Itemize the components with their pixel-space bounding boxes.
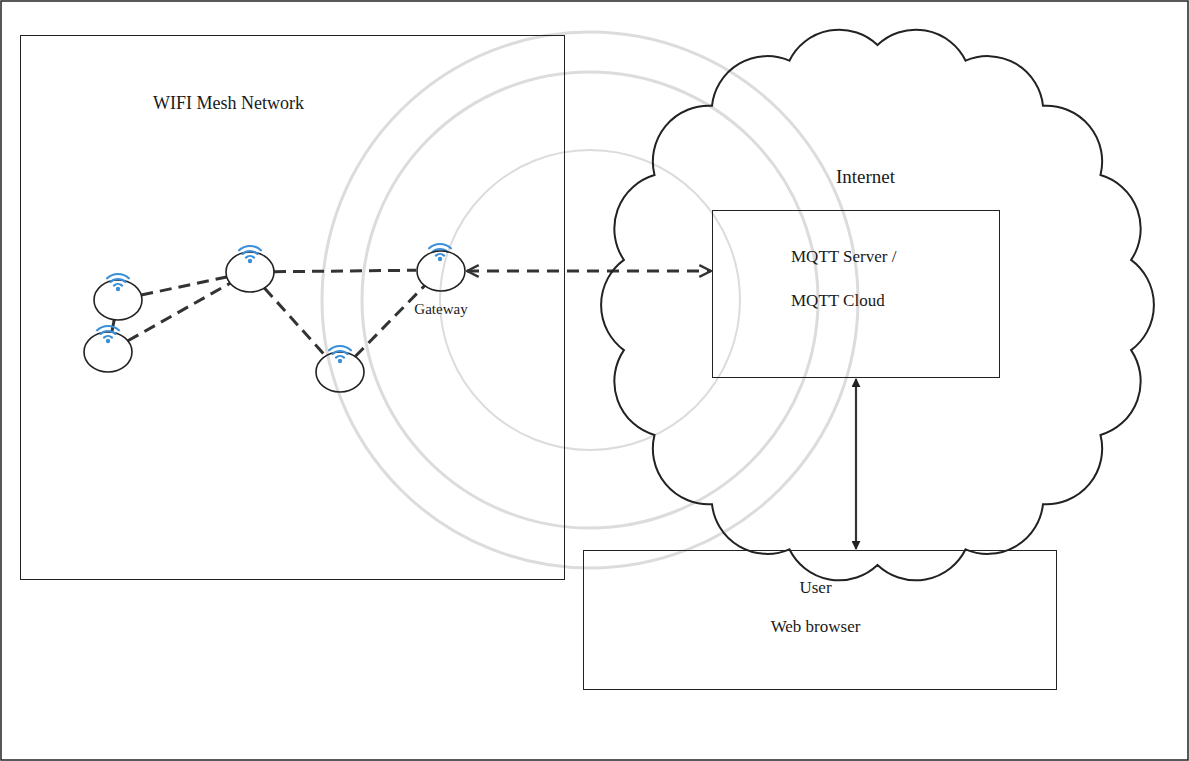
wifi-icon	[107, 274, 129, 291]
mesh-node	[84, 332, 132, 372]
client-label: Web browser	[584, 616, 1047, 637]
mesh-link	[264, 288, 325, 356]
mesh-node	[226, 252, 274, 292]
cloud-label: Internet	[836, 165, 895, 189]
gateway-circle	[406, 245, 476, 335]
watermark-seal	[322, 32, 858, 568]
server-label: MQTT Server / MQTT Cloud	[791, 235, 921, 323]
user-label: User	[584, 577, 1047, 598]
server-box: MQTT Server / MQTT Cloud	[712, 210, 1000, 378]
wifi-icon	[329, 346, 351, 363]
wifi-icon	[239, 246, 261, 263]
gateway-node: Gateway	[406, 245, 476, 335]
wifi-icon	[97, 326, 119, 343]
internet-cloud: InternetMQTT Server / MQTT Cloud	[590, 15, 1165, 595]
mesh-link	[355, 285, 425, 356]
solid-link	[855, 379, 857, 549]
node-label: Gateway	[406, 300, 476, 319]
mesh-link	[274, 270, 416, 271]
mesh-network-art	[84, 244, 451, 392]
mesh-network-box: WIFI Mesh NetworkGateway	[20, 35, 565, 580]
mesh-node	[94, 280, 142, 320]
dashed-link	[467, 270, 711, 273]
mesh-link	[128, 283, 230, 341]
user-box: UserWeb browser	[583, 550, 1057, 690]
region-title: WIFI Mesh Network	[153, 92, 304, 115]
mesh-node	[316, 352, 364, 392]
